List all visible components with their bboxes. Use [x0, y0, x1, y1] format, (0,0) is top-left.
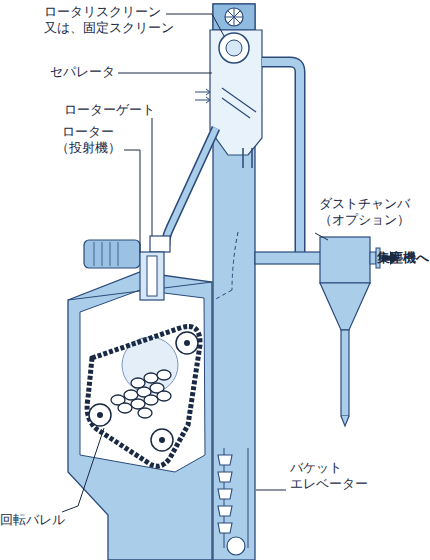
part-label: ローターゲート [64, 102, 164, 118]
dust-duct [262, 62, 300, 252]
workpieces [157, 370, 171, 380]
part-label: ロータリスクリーン 又は、固定スクリーン [44, 4, 179, 36]
rotating-barrel [97, 412, 103, 418]
shot-chute [166, 128, 216, 246]
rotating-barrel [87, 326, 200, 466]
separator-housing [210, 30, 262, 155]
rotating-barrel [122, 337, 178, 393]
elevator-column [225, 8, 243, 26]
separator-housing [226, 40, 242, 56]
dust-chamber [341, 330, 349, 416]
dust-chamber [320, 283, 370, 330]
workpieces [131, 399, 145, 409]
part-label: バケット エレベーター [290, 460, 380, 492]
workpieces [131, 378, 145, 388]
leader-line [124, 150, 140, 252]
leader-line [62, 428, 104, 512]
bucket-elevator [227, 537, 245, 555]
leader-line [152, 118, 153, 236]
elevator-column [225, 8, 243, 26]
separator-housing [222, 88, 256, 118]
workpieces [124, 390, 138, 400]
workpieces [111, 370, 171, 418]
motor [94, 242, 118, 266]
machine-body [68, 272, 212, 560]
rotor [140, 252, 164, 300]
shot-chute [166, 128, 216, 246]
dust-chamber [341, 416, 349, 426]
leader-line [62, 14, 328, 512]
workpieces [157, 391, 171, 401]
rotating-barrel [176, 332, 198, 354]
part-label: 回転バレル [0, 512, 80, 528]
part-label: セパレータ [50, 64, 130, 80]
bucket-elevator [214, 232, 238, 300]
rotating-barrel [89, 404, 111, 426]
leader-line [118, 73, 212, 74]
bucket-elevator [218, 455, 232, 533]
dust-chamber [320, 237, 380, 426]
dust-duct [255, 62, 321, 264]
elevator-column [213, 4, 255, 30]
rotating-barrel [87, 326, 200, 466]
rotating-barrel [159, 437, 165, 443]
dust-chamber [370, 252, 376, 264]
part-label: 集塵機へ [377, 250, 429, 266]
workpieces [144, 395, 158, 405]
motor [84, 240, 140, 268]
separator-housing [243, 148, 252, 168]
leader-line [166, 14, 224, 36]
workpieces [144, 373, 158, 383]
part-label: ローター （投射機） [52, 124, 124, 156]
workpieces [118, 403, 132, 413]
machine-body [68, 272, 212, 560]
rotor [140, 252, 164, 300]
dust-duct [255, 252, 321, 264]
workpieces [138, 408, 152, 418]
dust-duct [262, 62, 300, 252]
leader-line [256, 490, 286, 491]
leader-line [315, 233, 328, 240]
bucket-elevator [214, 232, 248, 555]
rotor-gate [150, 236, 170, 252]
rotating-barrel [151, 429, 173, 451]
rotor-gate [150, 236, 170, 252]
shot-chute [166, 128, 216, 246]
separator-housing [206, 89, 210, 103]
separator-housing [219, 33, 249, 63]
dust-chamber [320, 237, 370, 283]
rotating-barrel [184, 340, 190, 346]
rotor [147, 256, 157, 296]
motor [84, 240, 140, 268]
part-label: ダストチャンバ （オプション） [312, 196, 416, 228]
